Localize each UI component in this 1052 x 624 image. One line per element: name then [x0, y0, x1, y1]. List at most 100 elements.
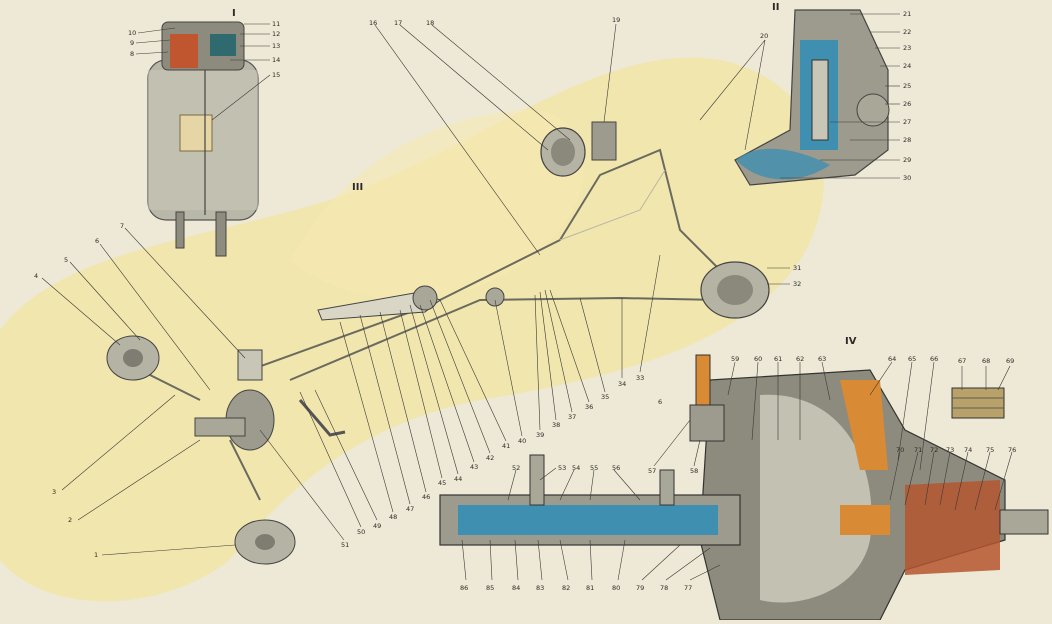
callout-54: 54 — [572, 464, 580, 472]
callout-79: 79 — [636, 584, 644, 592]
callout-62: 62 — [796, 355, 804, 363]
callout-10: 10 — [128, 29, 136, 37]
callout-60: 60 — [754, 355, 762, 363]
callout-12: 12 — [272, 30, 280, 38]
callout-67: 67 — [958, 357, 966, 365]
callout-81: 81 — [586, 584, 594, 592]
callout-26: 26 — [903, 100, 911, 108]
callout-77: 77 — [684, 584, 692, 592]
callout-61: 61 — [774, 355, 782, 363]
callout-37: 37 — [568, 413, 576, 421]
callout-70: 70 — [896, 446, 904, 454]
callout-73: 73 — [946, 446, 954, 454]
callout-41: 41 — [502, 442, 510, 450]
callout-14: 14 — [272, 56, 280, 64]
callout-83: 83 — [536, 584, 544, 592]
callout-5: 5 — [64, 256, 68, 264]
filter — [179, 114, 213, 152]
master-cylinder-booster-small — [194, 349, 346, 451]
callout-17: 17 — [394, 19, 402, 27]
callout-19: 19 — [612, 16, 620, 24]
callout-85: 85 — [486, 584, 494, 592]
rear-drum-right — [700, 261, 770, 319]
callout-6b: 6 — [658, 398, 662, 406]
callout-59: 59 — [731, 355, 739, 363]
callout-82: 82 — [562, 584, 570, 592]
callout-42: 42 — [486, 454, 494, 462]
callout-6: 6 — [95, 237, 99, 245]
rear-drum-left — [540, 127, 586, 177]
cylinder-bore — [458, 505, 718, 535]
callout-38: 38 — [552, 421, 560, 429]
callout-20: 20 — [760, 32, 768, 40]
front-disc-left — [106, 335, 160, 381]
section-label-iv: IV — [845, 336, 857, 347]
front-disc-right — [234, 519, 296, 565]
callout-3: 3 — [52, 488, 56, 496]
callout-46: 46 — [422, 493, 430, 501]
callout-29: 29 — [903, 156, 911, 164]
callout-9: 9 — [130, 39, 134, 47]
booster-section — [699, 369, 1049, 621]
callout-84: 84 — [512, 584, 520, 592]
callout-24: 24 — [903, 62, 911, 70]
push-rod — [999, 509, 1049, 535]
callout-57: 57 — [648, 467, 656, 475]
callout-58: 58 — [690, 467, 698, 475]
boot-seal — [905, 480, 1000, 575]
callout-28: 28 — [903, 136, 911, 144]
callout-78: 78 — [660, 584, 668, 592]
callout-2: 2 — [68, 516, 72, 524]
callout-15: 15 — [272, 71, 280, 79]
callout-34: 34 — [618, 380, 626, 388]
callout-16: 16 — [369, 19, 377, 27]
callout-43: 43 — [470, 463, 478, 471]
callout-22: 22 — [903, 28, 911, 36]
callout-45: 45 — [438, 479, 446, 487]
callout-49: 49 — [373, 522, 381, 530]
callout-39: 39 — [536, 431, 544, 439]
callout-27: 27 — [903, 118, 911, 126]
callout-32: 32 — [793, 280, 801, 288]
section-label-i: I — [232, 8, 236, 19]
callout-66: 66 — [930, 355, 938, 363]
master-cylinder-section: IV — [439, 336, 1005, 546]
callout-56: 56 — [612, 464, 620, 472]
callout-13: 13 — [272, 42, 280, 50]
callout-44: 44 — [454, 475, 462, 483]
handbrake-lever — [317, 285, 505, 321]
callout-21: 21 — [903, 10, 911, 18]
callout-71: 71 — [914, 446, 922, 454]
callout-53: 53 — [558, 464, 566, 472]
seal-detail — [951, 387, 1005, 419]
callout-36: 36 — [585, 403, 593, 411]
callout-80: 80 — [612, 584, 620, 592]
callout-31: 31 — [793, 264, 801, 272]
callout-7: 7 — [120, 222, 124, 230]
callout-65: 65 — [908, 355, 916, 363]
callout-40: 40 — [518, 437, 526, 445]
callout-4: 4 — [34, 272, 38, 280]
section-label-ii: II — [772, 2, 779, 13]
callout-11: 11 — [272, 20, 280, 28]
callout-86: 86 — [460, 584, 468, 592]
pressure-regulator-small — [591, 121, 617, 161]
callout-68: 68 — [982, 357, 990, 365]
callouts: 10 9 8 11 12 13 14 15 21 22 23 24 25 26 … — [34, 10, 1016, 592]
callout-48: 48 — [389, 513, 397, 521]
callout-74: 74 — [964, 446, 972, 454]
callout-75: 75 — [986, 446, 994, 454]
callout-47: 47 — [406, 505, 414, 513]
section-label-iii: III — [352, 182, 363, 193]
callout-76: 76 — [1008, 446, 1016, 454]
callout-51: 51 — [341, 541, 349, 549]
callout-72: 72 — [930, 446, 938, 454]
float-sensor — [170, 34, 198, 68]
callout-50: 50 — [357, 528, 365, 536]
reservoir-section: I — [147, 8, 259, 257]
regulator-section: II — [734, 2, 890, 186]
callout-30: 30 — [903, 174, 911, 182]
callout-18: 18 — [426, 19, 434, 27]
